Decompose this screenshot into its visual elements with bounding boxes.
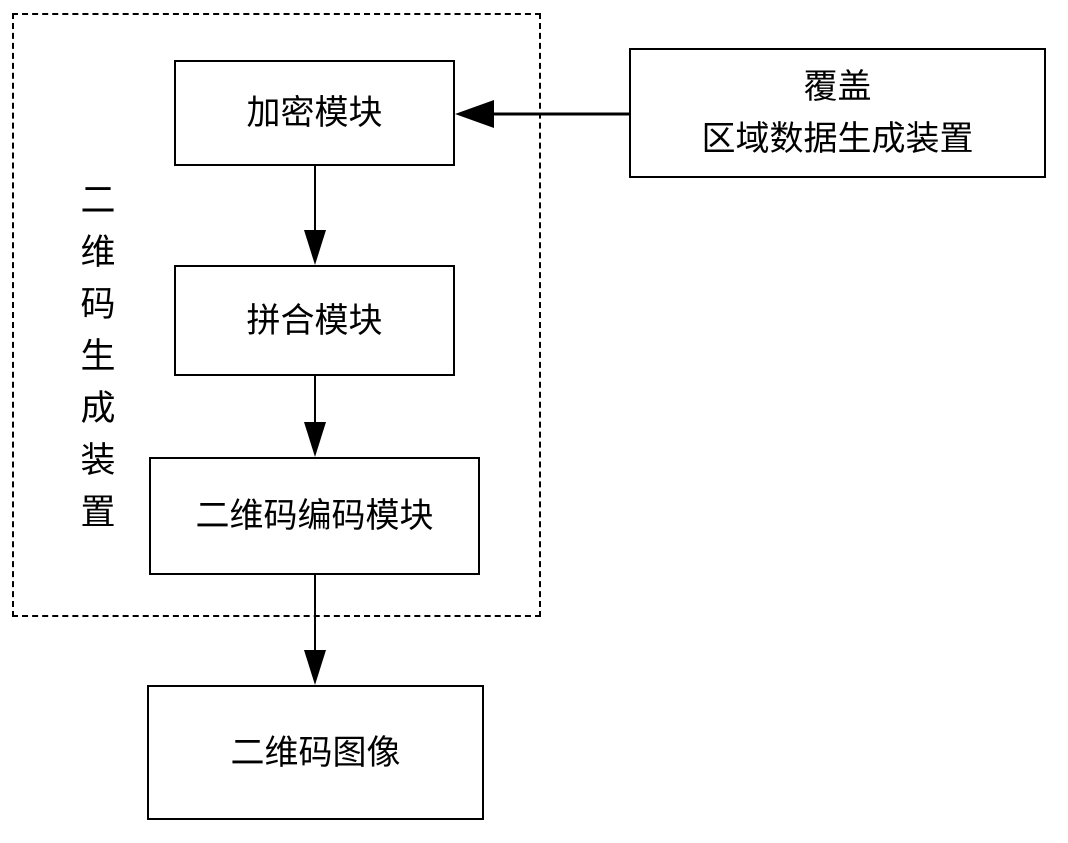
cover-area-data-generator-box: 覆盖 区域数据生成装置 [629, 48, 1046, 178]
qr-code-image-label: 二维码图像 [231, 729, 401, 777]
qr-code-image-box: 二维码图像 [147, 685, 484, 820]
arrowhead-encode-to-image [304, 650, 326, 685]
cover-area-label-line2: 区域数据生成装置 [702, 113, 974, 165]
arrowhead-encrypt-to-splice [304, 230, 326, 265]
arrowhead-cover-to-encrypt [455, 100, 494, 128]
encryption-module-label: 加密模块 [247, 89, 383, 137]
encryption-module-box: 加密模块 [174, 60, 455, 166]
splicing-module-box: 拼合模块 [174, 265, 455, 376]
cover-area-label-line1: 覆盖 [804, 61, 872, 113]
arrowhead-splice-to-encode [304, 422, 326, 457]
qr-encoding-module-box: 二维码编码模块 [149, 457, 480, 575]
qr-encoding-module-label: 二维码编码模块 [196, 492, 434, 540]
splicing-module-label: 拼合模块 [247, 297, 383, 345]
